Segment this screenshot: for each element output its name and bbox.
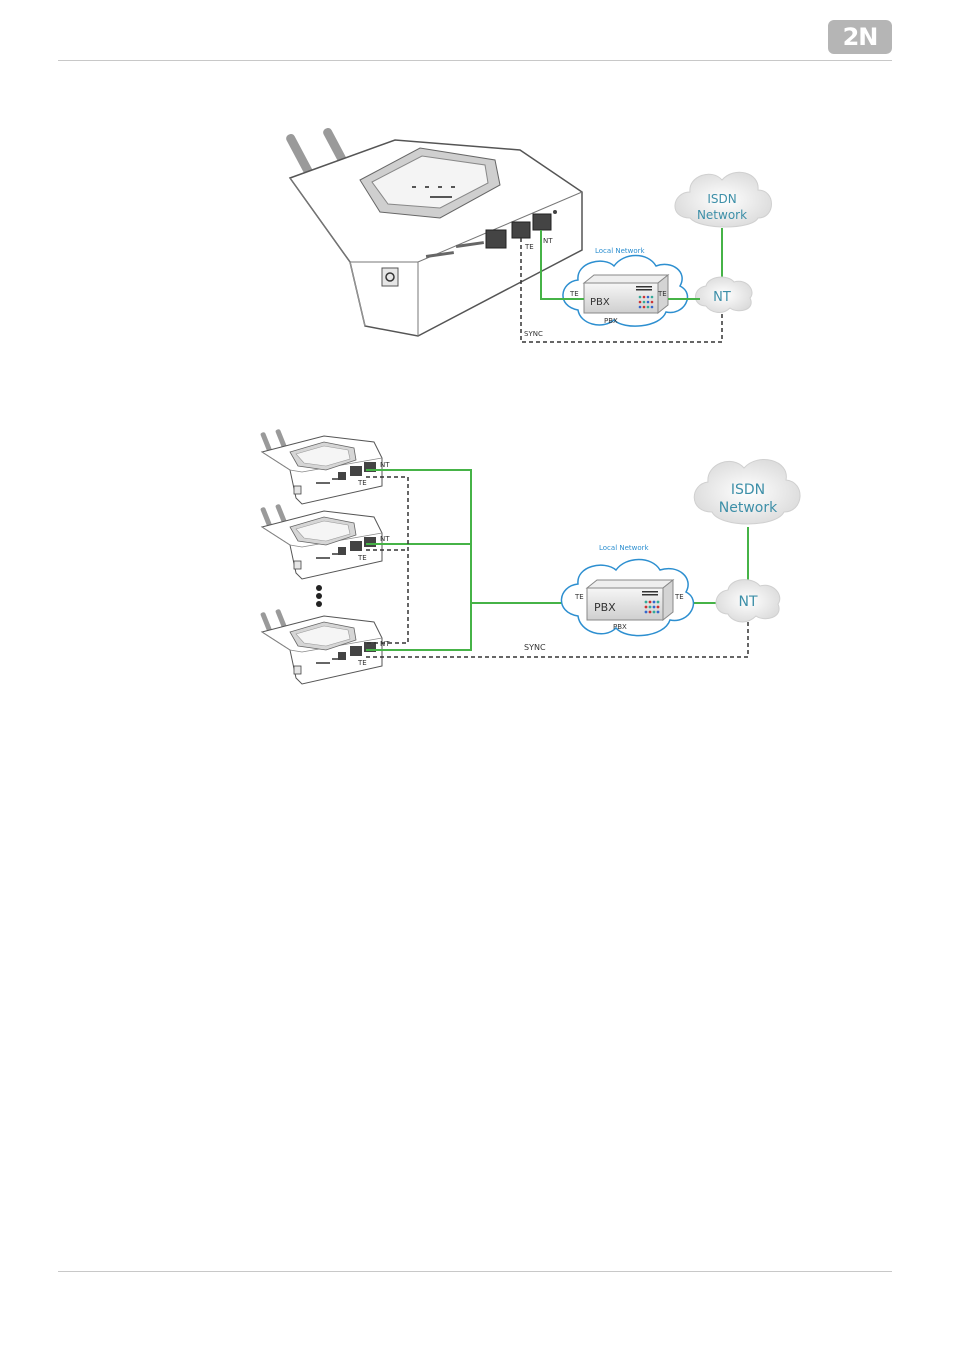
isdn-label-line1: ISDN bbox=[707, 192, 736, 206]
pbx-caption: PBX bbox=[604, 317, 618, 325]
green-bus-links bbox=[366, 470, 748, 650]
device1-te-label: TE bbox=[357, 479, 367, 487]
isdn-label-2-line1: ISDN bbox=[731, 482, 765, 498]
sync-label: SYNC bbox=[524, 330, 543, 338]
isdn-label-2-line2: Network bbox=[719, 500, 778, 516]
sync-label-2: SYNC bbox=[524, 643, 546, 652]
isdn-label-line2: Network bbox=[697, 208, 747, 222]
gateway-device-1 bbox=[260, 429, 382, 504]
nt-cloud-2: NT bbox=[716, 580, 780, 622]
device1-nt-label: NT bbox=[380, 461, 390, 469]
nt-cloud-label: NT bbox=[713, 290, 731, 305]
sync-bus bbox=[366, 477, 748, 657]
device3-nt-label: NT bbox=[380, 640, 390, 648]
device-port-te-label: TE bbox=[524, 243, 534, 251]
diagram-multiple-gateways: NT TE NT TE NT TE SYNC ISDN Network bbox=[260, 429, 800, 684]
nt-cloud: NT bbox=[696, 277, 753, 312]
pbx-box-label: PBX bbox=[590, 297, 610, 308]
device3-te-label: TE bbox=[357, 659, 367, 667]
device2-nt-label: NT bbox=[380, 535, 390, 543]
power-socket bbox=[382, 268, 398, 286]
gateway-device bbox=[290, 140, 582, 336]
diagram-single-gateway: ISDN Network NT Local Network PBX bbox=[285, 127, 772, 342]
pbx-port-te-right-2: TE bbox=[674, 593, 684, 601]
isdn-cloud: ISDN Network bbox=[675, 172, 772, 227]
pbx-port-te-right: TE bbox=[657, 290, 667, 298]
more-devices-ellipsis bbox=[316, 585, 322, 607]
pbx-box-label-2: PBX bbox=[594, 601, 616, 614]
device2-te-label: TE bbox=[357, 554, 367, 562]
isdn-cloud-2: ISDN Network bbox=[694, 459, 800, 524]
gateway-device-3 bbox=[260, 609, 382, 684]
local-network-label-2: Local Network bbox=[599, 544, 650, 552]
pbx-caption-2: PBX bbox=[613, 623, 627, 631]
device-port-nt-label: NT bbox=[543, 237, 553, 245]
pbx-port-te-left: TE bbox=[569, 290, 579, 298]
local-network-label: Local Network bbox=[595, 247, 646, 255]
gateway-device-2 bbox=[260, 504, 382, 579]
pbx-port-te-left-2: TE bbox=[574, 593, 584, 601]
nt-cloud-label-2: NT bbox=[738, 594, 757, 610]
